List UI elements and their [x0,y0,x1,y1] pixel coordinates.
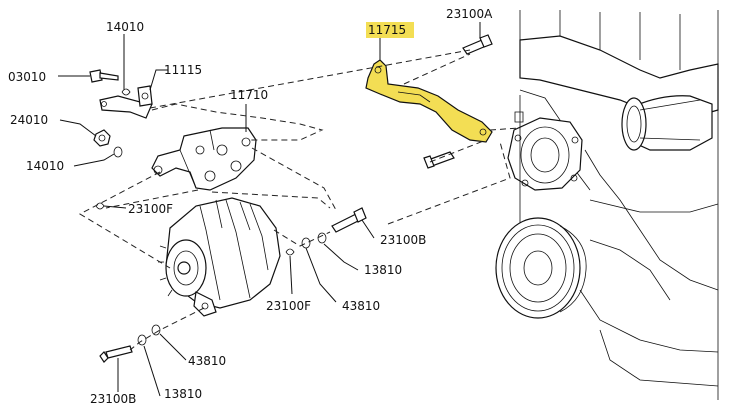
label-highlight [366,22,414,38]
engine-block-drawing [495,10,719,400]
nut-24010 [93,129,111,147]
label-14010-top: 14010 [106,20,144,34]
washer-23100F-left [95,202,105,210]
leader-lines [58,22,481,397]
washer-43810-bottom [151,324,161,336]
label-03010: 03010 [8,70,46,84]
label-43810-bottom: 43810 [188,354,226,368]
washer-14010-top [121,88,131,96]
bolt-lower-bracket [423,151,455,169]
assembly-guide-lines [78,49,521,351]
washer-43810-mid [301,237,311,249]
label-23100B-bottom: 23100B [90,392,136,406]
label-13810-bottom: 13810 [164,387,202,401]
label-14010-mid: 14010 [26,159,64,173]
part-labels: 11715 23100A 14010 03010 11115 11710 240… [8,7,493,406]
adjusting-bar-11115 [99,85,153,119]
label-23100A: 23100A [446,7,493,21]
washer-23100F-bottom [285,248,295,256]
label-11715: 11715 [368,23,406,37]
label-23100F-left: 23100F [128,202,173,216]
label-23100F-bottom: 23100F [266,299,311,313]
label-13810-mid: 13810 [364,263,402,277]
washer-13810-bottom [137,334,147,346]
label-11710: 11710 [230,88,268,102]
bolt-23100A [462,34,493,55]
bracket-11715 [365,59,493,143]
label-23100B-mid: 23100B [380,233,426,247]
bolt-23100B-bottom [99,345,133,363]
alternator-drawing [158,197,281,317]
label-11115: 11115 [164,63,202,77]
bolt-23100B-mid [331,207,367,233]
label-43810-mid: 43810 [342,299,380,313]
washer-14010-mid [113,146,123,158]
bolt-03010 [89,69,119,83]
alternator-bracket-11710 [151,127,257,191]
washer-13810-mid [317,232,327,244]
label-24010: 24010 [10,113,48,127]
